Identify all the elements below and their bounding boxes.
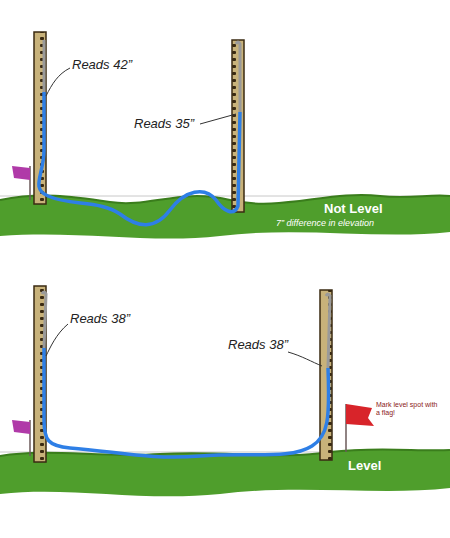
note-label: 7” difference in elevation xyxy=(276,218,374,228)
red-flag xyxy=(346,404,374,426)
status-label: Not Level xyxy=(324,202,383,217)
purple-flag xyxy=(12,166,30,180)
leader-line xyxy=(46,324,68,356)
tube-air xyxy=(236,42,240,112)
reading-label: Reads 38” xyxy=(228,338,288,353)
leader-line xyxy=(200,114,236,124)
reading-label: Reads 42” xyxy=(72,58,132,73)
tube-air xyxy=(43,40,46,92)
tube-air xyxy=(42,292,46,348)
leader-line xyxy=(46,68,70,96)
water-tube xyxy=(44,348,329,457)
note-label: Mark level spot with a flag! xyxy=(376,401,438,417)
reading-label: Reads 35” xyxy=(134,117,194,132)
water-tube xyxy=(39,92,240,225)
leader-line xyxy=(288,352,322,366)
reading-label: Reads 38” xyxy=(70,312,130,327)
status-label: Level xyxy=(348,459,381,474)
tube-air xyxy=(326,294,330,368)
purple-flag xyxy=(12,420,30,434)
